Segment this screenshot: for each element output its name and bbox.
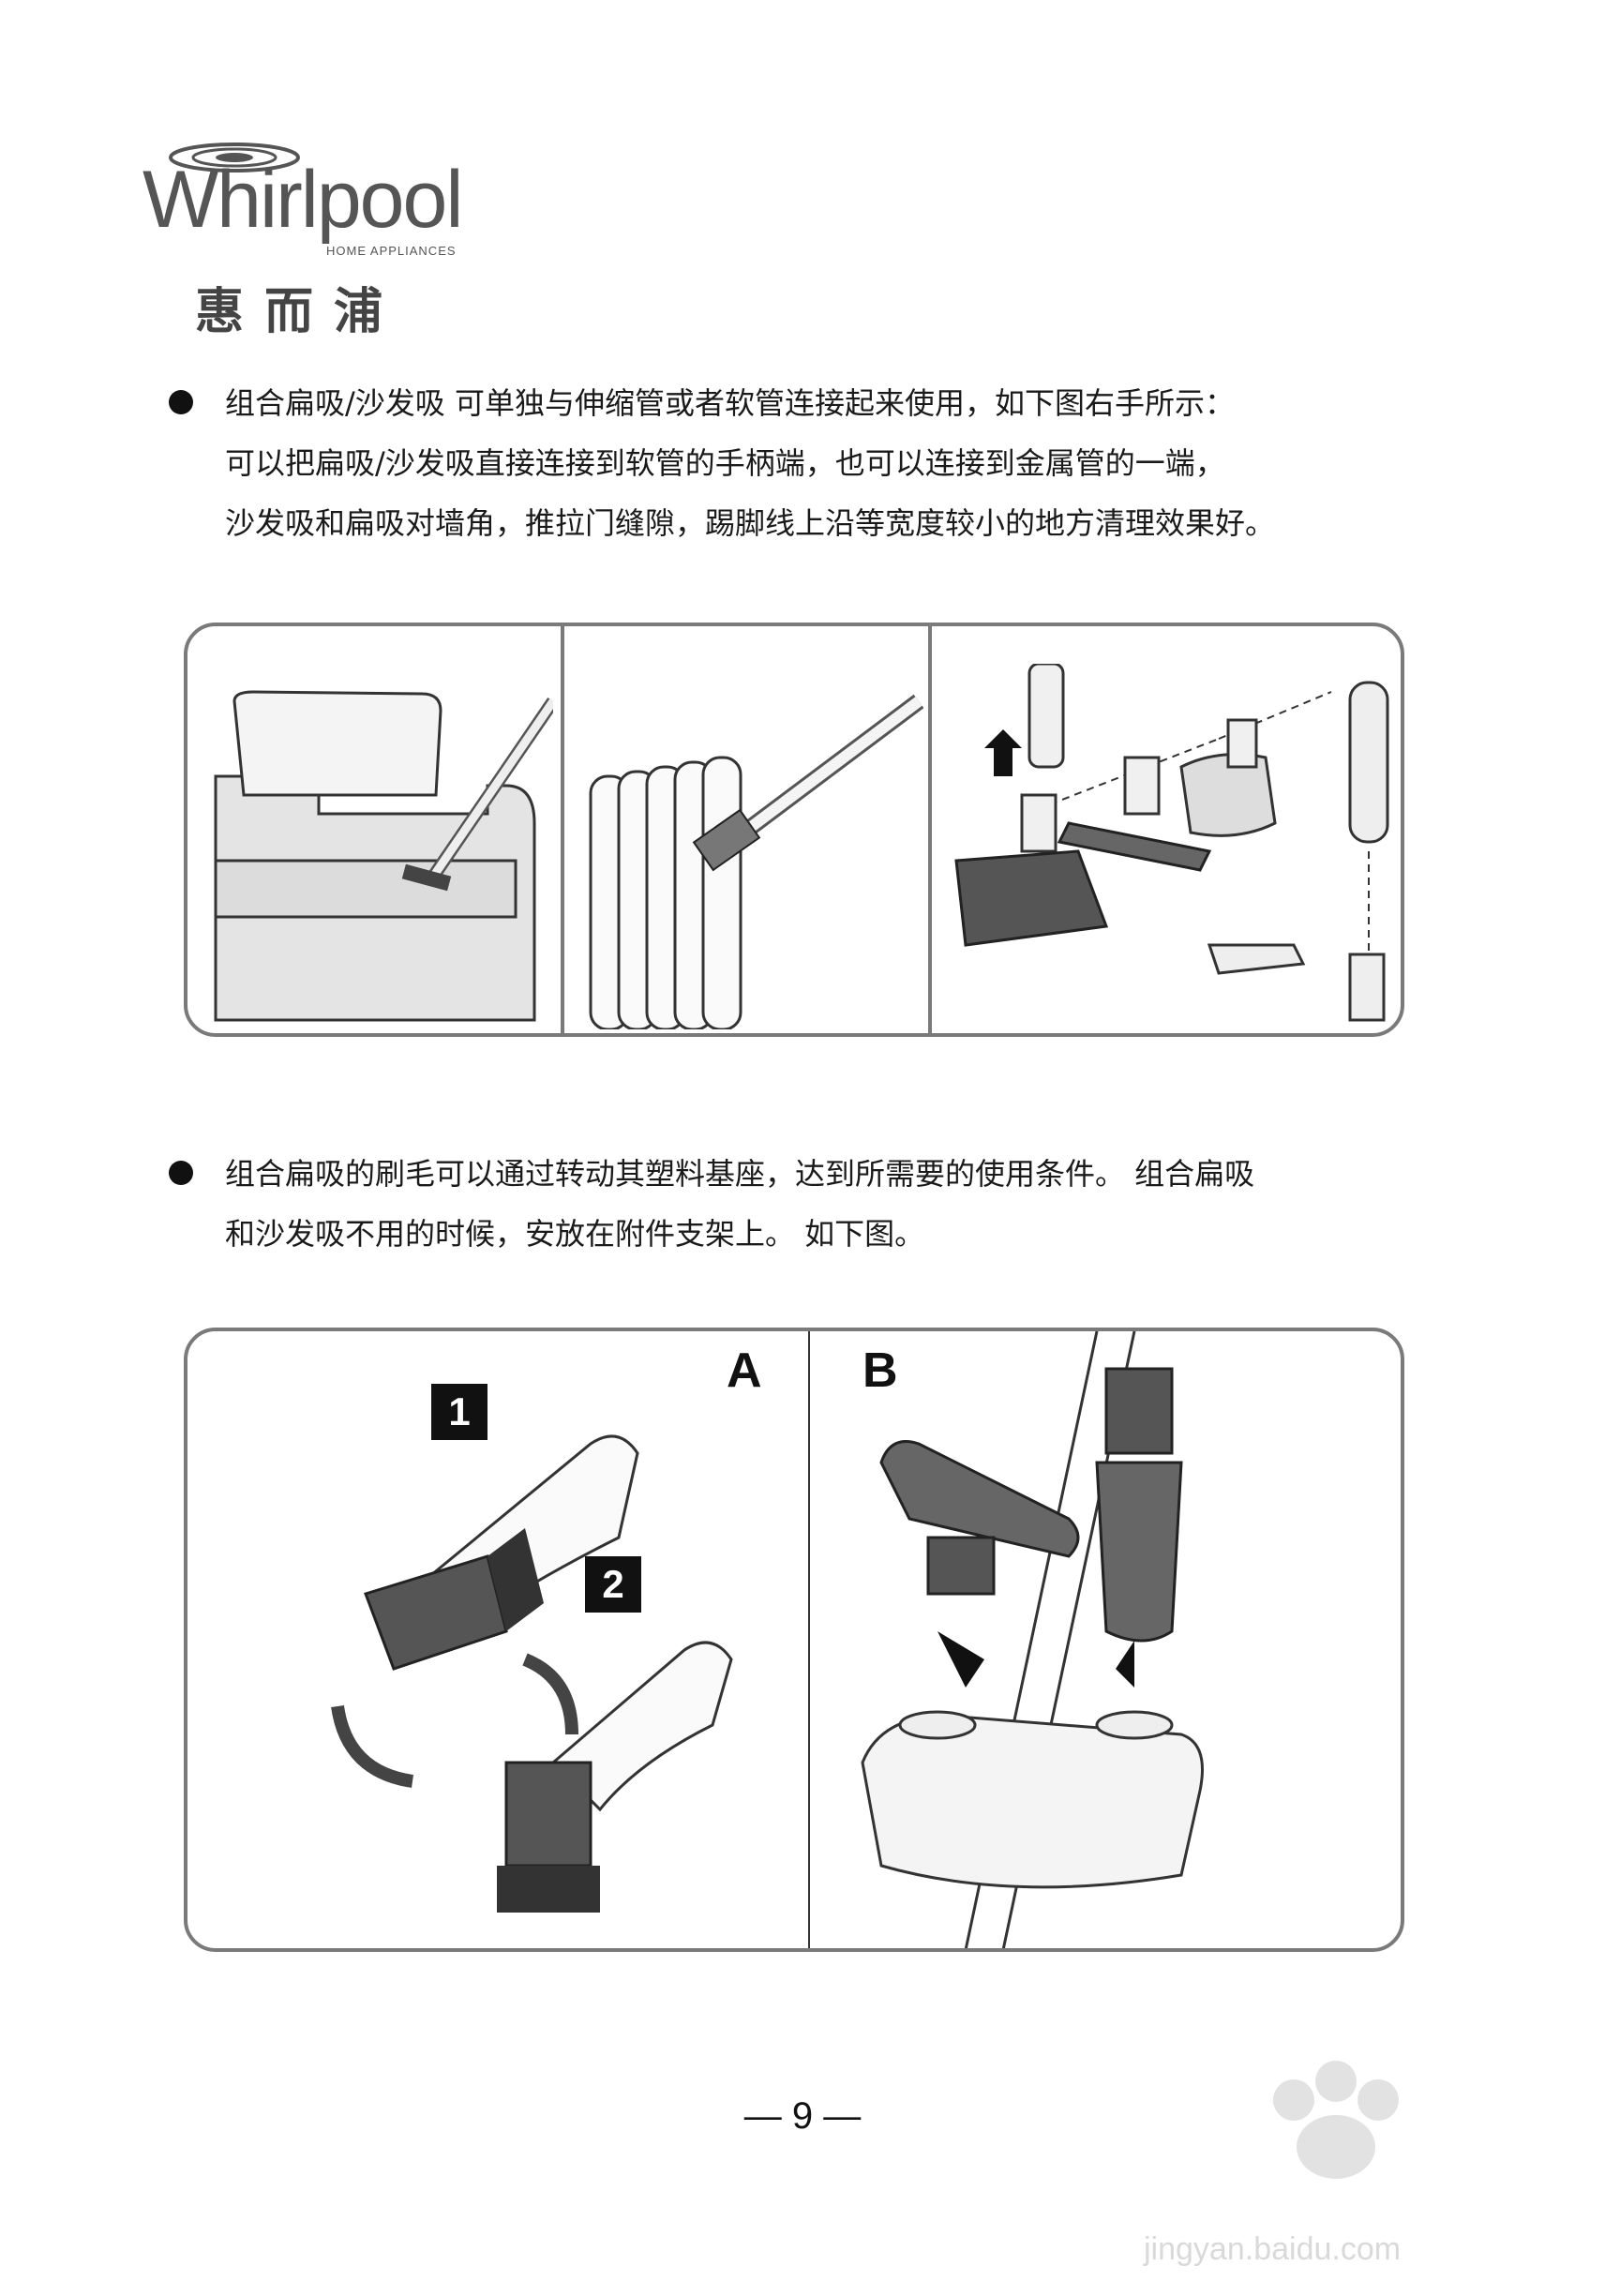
brush-rotation-illustration	[331, 1434, 733, 1913]
text-line: 组合扁吸的刷毛可以通过转动其塑料基座，达到所需要的使用条件。 组合扁吸	[225, 1156, 1255, 1192]
paragraph-brush-storage: 组合扁吸的刷毛可以通过转动其塑料基座，达到所需要的使用条件。 组合扁吸 和沙发吸…	[169, 1144, 1472, 1264]
logo-swirl-icon	[169, 143, 300, 173]
page-number: — 9 —	[743, 2095, 862, 2137]
bullet-icon	[169, 390, 193, 414]
attachment-rack-illustration	[861, 1331, 1204, 1948]
logo-wordmark: Whirlpool	[142, 155, 463, 245]
logo-subtitle: HOME APPLIANCES	[326, 244, 457, 258]
text-line: 和沙发吸不用的时候，安放在附件支架上。 如下图。	[225, 1216, 925, 1252]
panel-divider	[808, 1331, 810, 1948]
text-line: 沙发吸和扁吸对墙角，推拉门缝隙，踢脚线上沿等宽度较小的地方清理效果好。	[225, 505, 1276, 541]
panel-divider	[561, 626, 564, 1033]
figure-brush-panel: A B 1 2	[184, 1328, 1404, 1952]
watermark-url: jingyan.baidu.com	[1144, 2231, 1402, 2267]
figure-label-a: A	[727, 1343, 762, 1398]
text-line: 可以把扁吸/沙发吸直接连接到软管的手柄端，也可以连接到金属管的一端，	[225, 445, 1225, 481]
bullet-icon	[169, 1161, 193, 1185]
baidu-watermark: jingyan.baidu.com	[1125, 2044, 1538, 2269]
step-number-1: 1	[431, 1384, 488, 1440]
figure-usage-panel	[184, 623, 1404, 1037]
attachments-connection-diagram	[954, 664, 1389, 1022]
brand-logo: Whirlpool HOME APPLIANCES 惠而浦	[131, 131, 469, 347]
text-line: 组合扁吸/沙发吸 可单独与伸缩管或者软管连接起来使用，如下图右手所示：	[225, 385, 1235, 421]
radiator-cleaning-illustration	[589, 694, 923, 1029]
baidu-paw-icon	[1273, 2061, 1399, 2179]
logo-chinese-name: 惠而浦	[195, 284, 404, 340]
step-number-2: 2	[585, 1556, 641, 1613]
figure-label-b: B	[862, 1343, 898, 1398]
paragraph-attachments-usage: 组合扁吸/沙发吸 可单独与伸缩管或者软管连接起来使用，如下图右手所示： 可以把扁…	[169, 373, 1472, 553]
sofa-cleaning-illustration	[214, 690, 553, 1022]
panel-divider	[928, 626, 932, 1033]
